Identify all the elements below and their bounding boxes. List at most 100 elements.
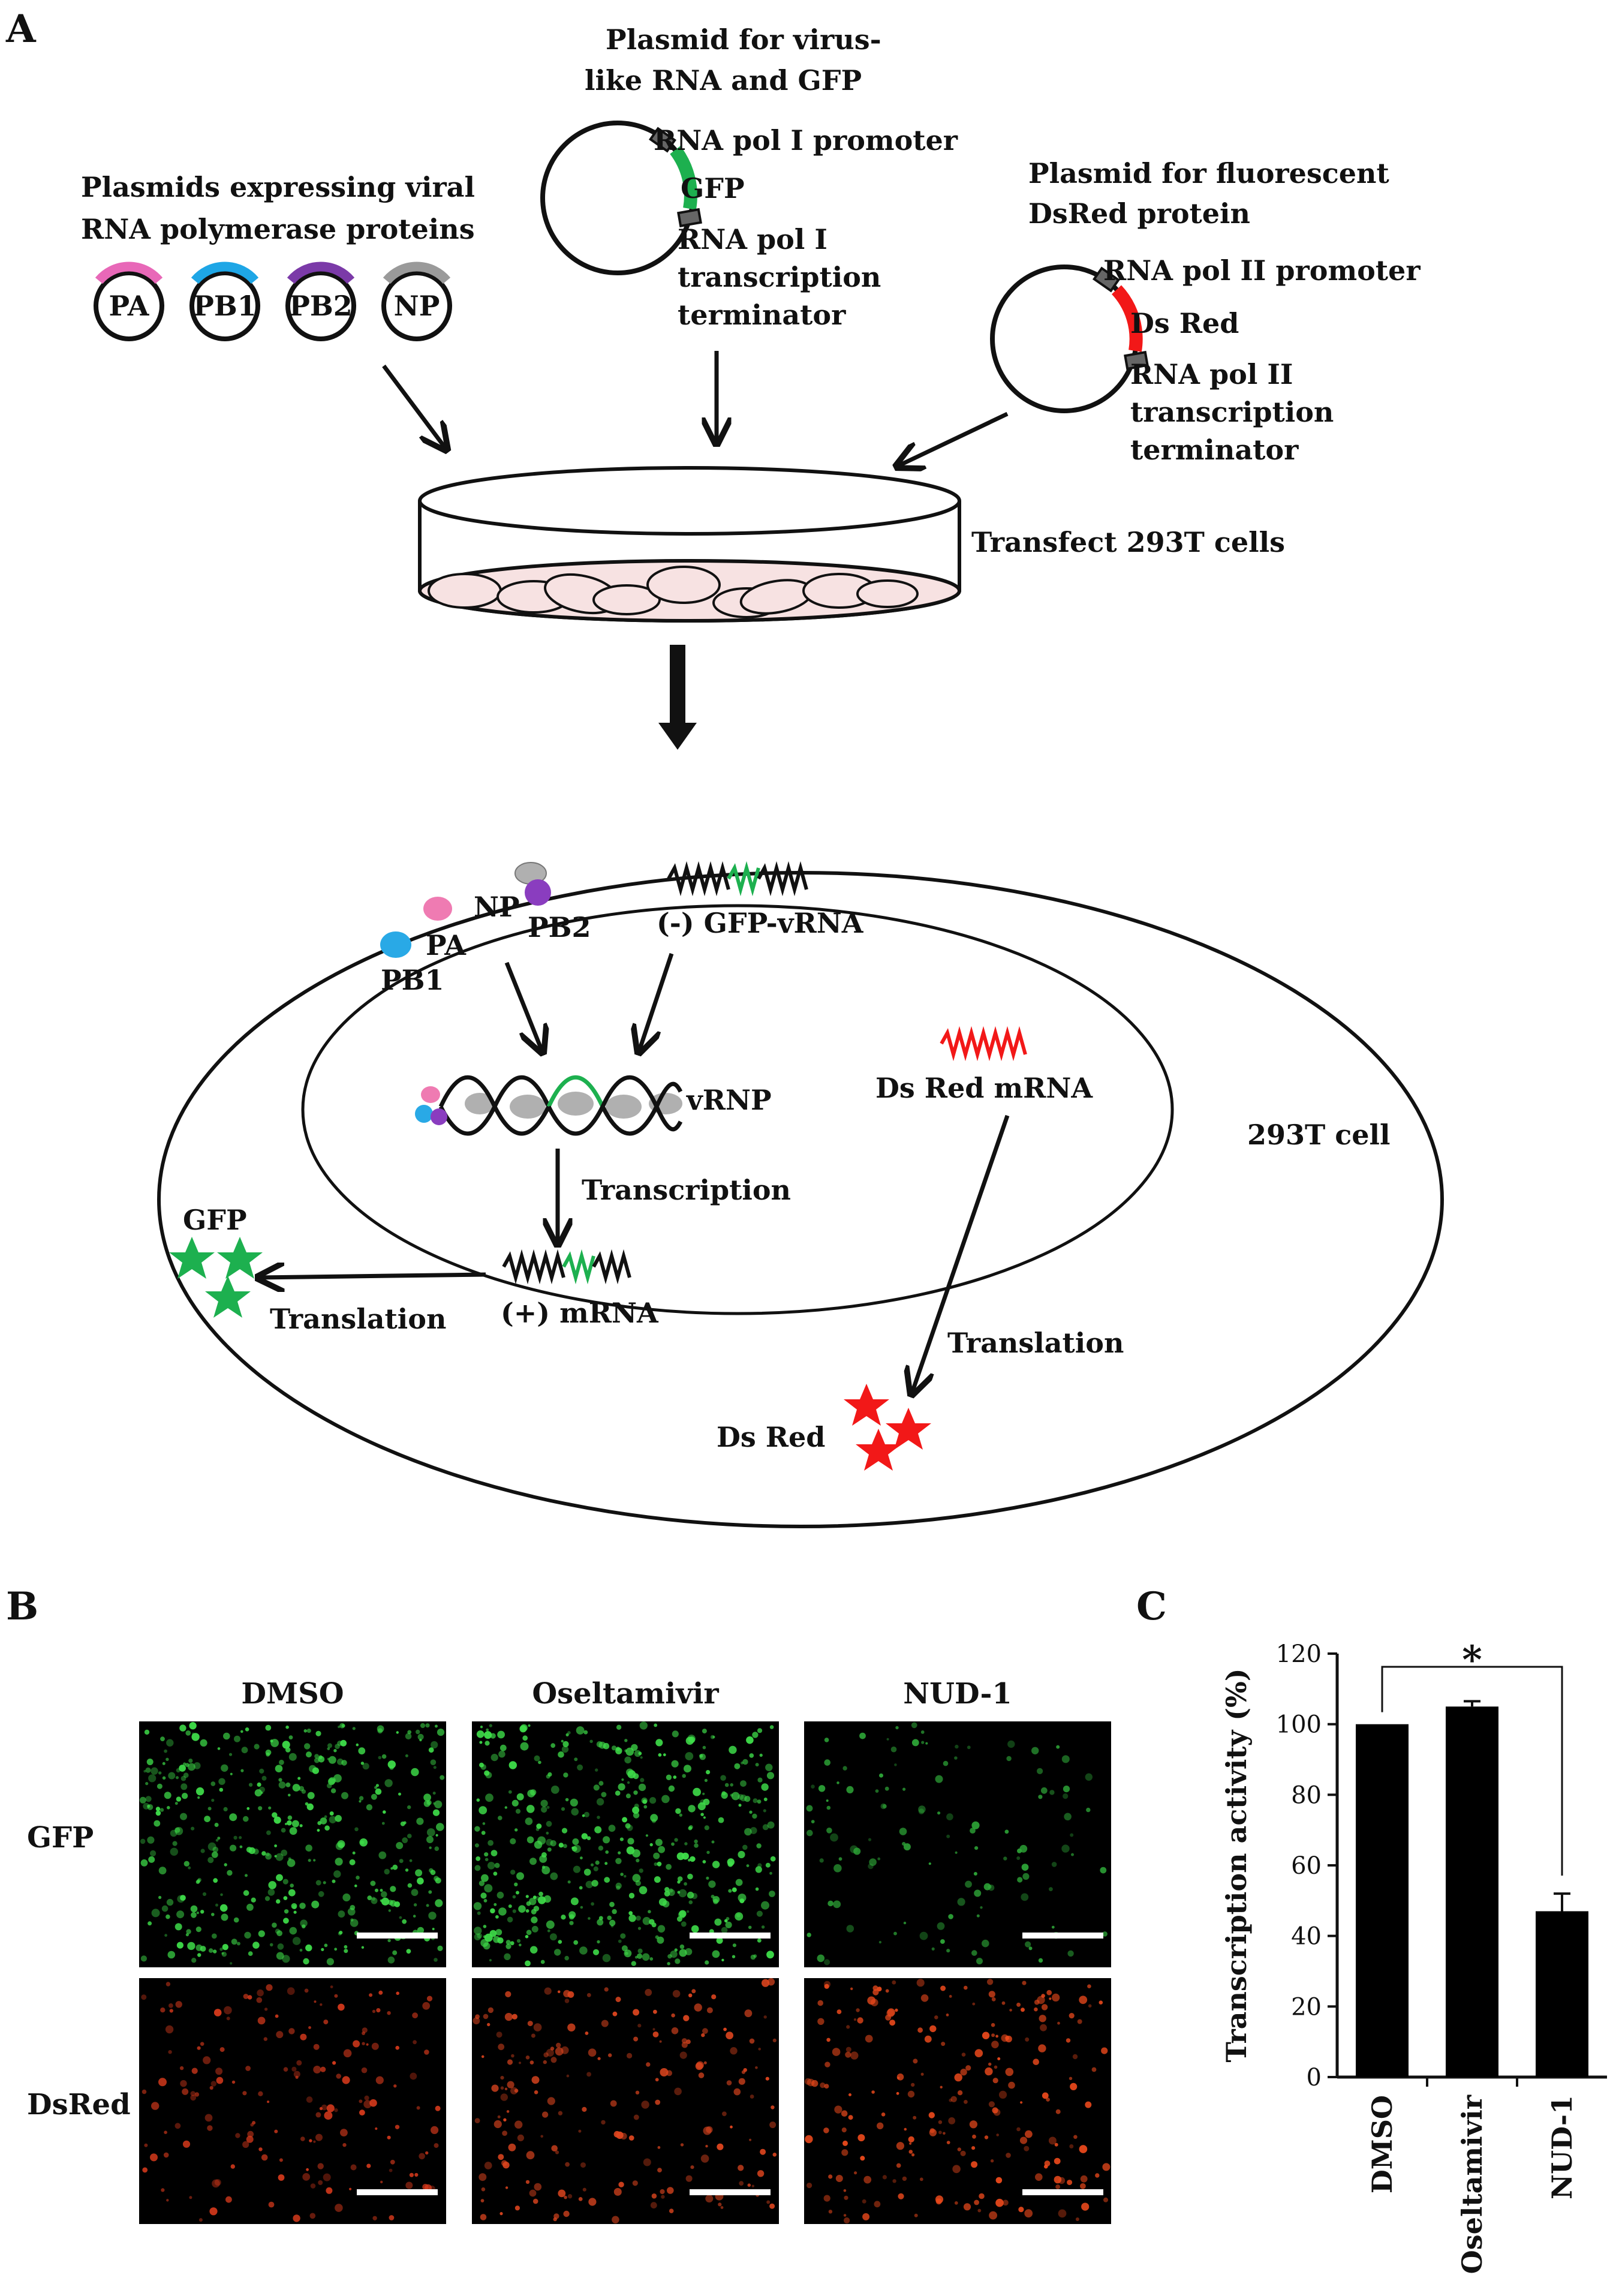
- bar-oseltamivir: [1446, 1706, 1498, 2077]
- bar-nud-1: [1536, 1911, 1588, 2077]
- y-axis-label: Transcription activity (%): [1220, 1669, 1253, 2063]
- pol-plasmids-title-1: Plasmids expressing viral: [81, 171, 475, 203]
- scale-bar: [357, 2189, 438, 2195]
- pb1-gene-arc: [191, 262, 259, 284]
- np-protein-label: NP: [474, 891, 520, 923]
- micrograph-dsred-nud1: [804, 1978, 1111, 2224]
- arrow-proteins-to-vrnp: [504, 961, 543, 1053]
- arrow-pol-to-dish: [382, 364, 447, 450]
- significance-star: *: [1462, 1637, 1482, 1682]
- gfp-gene-label: GFP: [681, 172, 745, 205]
- dish-label: Transfect 293T cells: [971, 526, 1285, 558]
- pb2-protein: [525, 879, 551, 906]
- dsred-plasmid: [990, 265, 1149, 413]
- np-label: NP: [394, 290, 440, 322]
- dsred-gene-arc: [1111, 285, 1143, 352]
- dsred-terminator-label-1: RNA pol II: [1130, 358, 1293, 390]
- vrnp-complex: [415, 1075, 683, 1136]
- x-tick-label: DMSO: [1366, 2095, 1398, 2193]
- vrna-squiggle: [667, 861, 808, 897]
- pb2-label: PB2: [289, 290, 352, 322]
- micrograph-dsred-oseltamivir: [472, 1978, 779, 2224]
- pb2-gene-arc: [287, 262, 355, 284]
- pb2-protein-label: PB2: [528, 911, 591, 943]
- dsred-promoter-label: RNA pol II promoter: [1103, 254, 1421, 287]
- pa-gene-arc: [95, 262, 163, 284]
- gfp-plasmid-title-1: Plasmid for virus-: [606, 23, 881, 56]
- col-header-dmso: DMSO: [241, 1677, 344, 1711]
- arrow-gfp-translation: [258, 1275, 486, 1278]
- pb1-label: PB1: [193, 290, 256, 322]
- transcription-label: Transcription: [582, 1174, 791, 1206]
- y-tick-label: 80: [1291, 1781, 1322, 1809]
- pa-protein: [423, 897, 452, 921]
- significance-bracket: [1381, 1666, 1563, 1876]
- row-header-dsred: DsRed: [27, 2088, 131, 2121]
- dsred-terminator-label-2: transcription: [1130, 396, 1334, 428]
- scale-bar: [690, 2189, 771, 2195]
- pb2-plasmid: PB2: [285, 262, 356, 341]
- pb1-protein-label: PB1: [381, 964, 444, 996]
- scale-bar: [1022, 1933, 1103, 1939]
- x-tick-label: Oseltamivir: [1456, 2094, 1488, 2274]
- dsred-gene-label: Ds Red: [1130, 307, 1239, 339]
- y-tick-label: 60: [1291, 1852, 1322, 1880]
- pa-label: PA: [109, 290, 150, 322]
- scale-bar: [1022, 2189, 1103, 2195]
- gfp-stars: [169, 1237, 263, 1318]
- x-tick-label: NUD-1: [1546, 2095, 1578, 2199]
- col-header-oseltamivir: Oseltamivir: [532, 1677, 719, 1711]
- panel-c-letter: C: [1136, 1584, 1167, 1629]
- gfp-product-label: GFP: [183, 1204, 247, 1236]
- panel-b-letter: B: [6, 1584, 38, 1629]
- pa-plasmid: PA: [94, 262, 164, 341]
- vrnp-label: vRNP: [686, 1084, 772, 1116]
- arrow-dsred-to-dish: [896, 411, 1009, 467]
- np-gene-arc: [383, 262, 451, 284]
- pb1-protein: [380, 931, 411, 958]
- micrograph-grid: [139, 1721, 1111, 2224]
- cell-nucleus: [301, 904, 1174, 1315]
- vrna-label: (-) GFP-vRNA: [657, 907, 864, 939]
- gfp-promoter-label: RNA pol I promoter: [654, 124, 958, 157]
- micrograph-dsred-dmso: [139, 1978, 446, 2224]
- panel-a-letter: A: [5, 7, 37, 52]
- gfp-terminator-label-2: transcription: [678, 261, 881, 293]
- gfp-terminator-label-3: terminator: [678, 299, 846, 331]
- gfp-plasmid: [540, 121, 702, 275]
- y-tick-label: 40: [1291, 1923, 1322, 1951]
- cell-label: 293T cell: [1247, 1119, 1391, 1151]
- arrow-dsred-translation: [911, 1114, 1010, 1395]
- micrograph-gfp-nud1: [804, 1721, 1111, 1967]
- arrow-vrna-to-vrnp: [639, 952, 674, 1053]
- pb1-plasmid: PB1: [189, 262, 260, 341]
- dsred-terminator-label-3: terminator: [1130, 434, 1299, 466]
- dsred-mrna-label: Ds Red mRNA: [875, 1072, 1093, 1104]
- dsred-plasmid-title-2: DsRed protein: [1028, 197, 1250, 230]
- petri-dish: [418, 466, 961, 623]
- dsred-product-label: Ds Red: [717, 1421, 825, 1453]
- bar-dmso: [1356, 1724, 1409, 2077]
- bar-chart: Transcription activity (%) 0 20 40 60 80 100 1…: [1220, 1637, 1607, 2274]
- gfp-translation-label: Translation: [270, 1303, 446, 1335]
- pa-protein-label: PA: [426, 929, 467, 961]
- col-header-nud1: NUD-1: [903, 1677, 1012, 1711]
- dsred-plasmid-title-1: Plasmid for fluorescent: [1028, 157, 1390, 190]
- gfp-terminator-label-1: RNA pol I: [678, 223, 827, 256]
- scale-bar: [690, 1933, 771, 1939]
- mrna-label: (+) mRNA: [501, 1297, 659, 1329]
- y-tick-label: 20: [1291, 1993, 1322, 2021]
- gfp-gene-arc: [670, 146, 697, 210]
- row-header-gfp: GFP: [27, 1821, 94, 1855]
- dsred-mrna-squiggle: [940, 1026, 1027, 1062]
- y-tick-label: 120: [1276, 1640, 1322, 1668]
- pol-plasmids-title-2: RNA polymerase proteins: [81, 213, 475, 245]
- dsred-stars: [844, 1384, 931, 1471]
- gfp-plasmid-title-2: like RNA and GFP: [585, 64, 862, 97]
- y-tick-label: 0: [1307, 2064, 1322, 2091]
- y-tick-label: 100: [1276, 1711, 1322, 1739]
- dsred-translation-label: Translation: [947, 1327, 1124, 1359]
- mrna-squiggle: [502, 1249, 631, 1285]
- np-plasmid: NP: [381, 262, 452, 341]
